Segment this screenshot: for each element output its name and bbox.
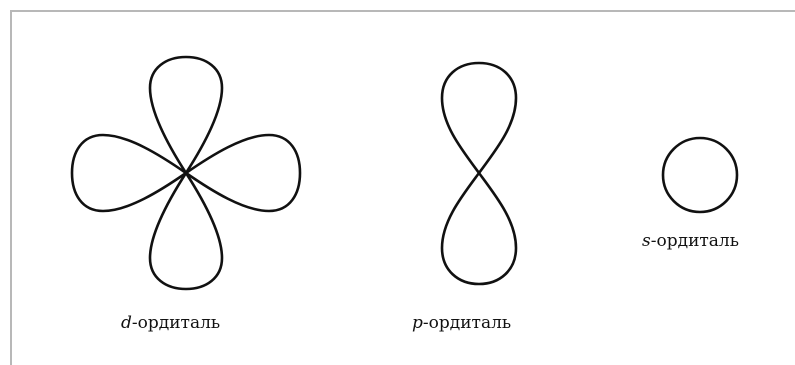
p-orbital-symbol: p <box>412 313 423 333</box>
p-orbital-suffix: -ордиталь <box>423 313 511 333</box>
s-orbital-label: s-ордиталь <box>642 231 739 251</box>
d-orbital-label: d-ордиталь <box>121 313 220 333</box>
s-orbital-suffix: -ордиталь <box>651 231 739 251</box>
s-orbital-symbol: s <box>642 231 651 251</box>
p-orbital-lobe-top <box>442 63 516 173</box>
p-orbital-lobe-bottom <box>442 173 516 284</box>
s-orbital-circle <box>663 138 737 212</box>
d-orbital-suffix: -ордиталь <box>132 313 220 333</box>
d-orbital-symbol: d <box>121 313 132 333</box>
s-orbital-shape <box>663 138 737 212</box>
p-orbital-label: p-ордиталь <box>412 313 511 333</box>
p-orbital-shape <box>442 63 516 284</box>
d-orbital-shape <box>72 57 300 289</box>
